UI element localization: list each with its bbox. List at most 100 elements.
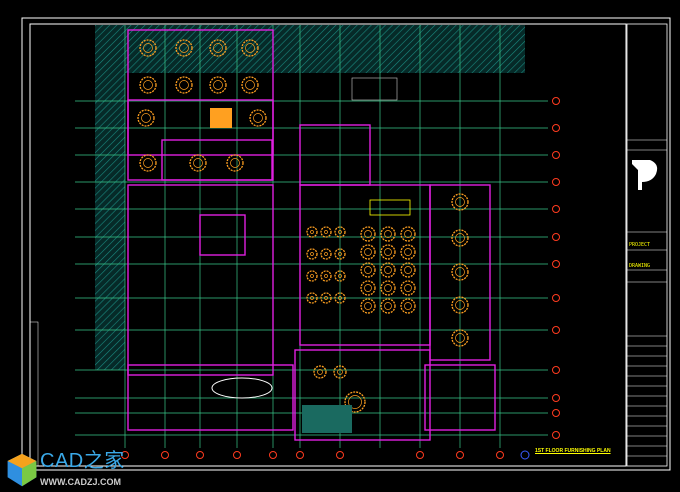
round-table (334, 226, 346, 238)
round-table-top (337, 369, 343, 375)
round-table (380, 298, 396, 314)
round-table-top (404, 266, 412, 274)
round-table-top (179, 80, 189, 90)
round-table-top (384, 266, 392, 274)
inner-frame (29, 23, 627, 467)
round-table (451, 296, 469, 314)
round-table (209, 76, 227, 94)
wall-outline (127, 184, 274, 376)
round-table (241, 76, 259, 94)
grid-bubble (552, 326, 560, 334)
round-table-top (364, 302, 372, 310)
grid-bubble (496, 451, 504, 459)
round-table (320, 270, 332, 282)
round-table (320, 292, 332, 304)
round-table (175, 76, 193, 94)
round-table-top (143, 43, 153, 53)
round-table-top (364, 248, 372, 256)
watermark-url[interactable]: WWW.CADZJ.COM (40, 477, 121, 487)
round-table (451, 263, 469, 281)
round-table-top (364, 266, 372, 274)
hatched-area-left (95, 25, 125, 370)
grid-bubble (552, 124, 560, 132)
walls (127, 29, 496, 441)
grid-bubble (269, 451, 277, 459)
grid-bubble (552, 151, 560, 159)
round-table-top (310, 296, 314, 300)
round-table (241, 39, 259, 57)
round-table-top (338, 296, 342, 300)
round-table-top (404, 248, 412, 256)
lobby-seating (211, 377, 273, 399)
round-table-top (455, 267, 465, 277)
round-table (451, 229, 469, 247)
grid-bubble (552, 431, 560, 439)
left-legend-box (29, 321, 39, 467)
round-table-top (404, 302, 412, 310)
title-block-logo (632, 160, 658, 190)
round-table (334, 292, 346, 304)
round-table (360, 244, 376, 260)
round-table (334, 248, 346, 260)
round-table-top (364, 230, 372, 238)
title-block-drawing-label: DRAWING (629, 263, 651, 269)
grid-bubble (552, 97, 560, 105)
round-table-top (455, 233, 465, 243)
hatched-area-top (95, 25, 525, 73)
wall-outline (127, 364, 294, 431)
round-table-top (179, 43, 189, 53)
grid-bubble (552, 178, 560, 186)
water-feature (302, 405, 352, 433)
round-table-top (317, 369, 323, 375)
round-table-top (310, 274, 314, 278)
round-table-top (384, 302, 392, 310)
feature-table (210, 108, 232, 128)
wall-outline (294, 349, 431, 441)
round-table-top (384, 248, 392, 256)
plan-title-bubble (520, 450, 530, 460)
round-table-top (384, 230, 392, 238)
round-table-top (338, 274, 342, 278)
watermark-logo-icon (7, 453, 37, 487)
grid-bubble (121, 451, 129, 459)
round-table-top (245, 80, 255, 90)
round-table (451, 329, 469, 347)
grid-bubble (552, 260, 560, 268)
round-table-top (338, 252, 342, 256)
round-table-top (404, 230, 412, 238)
title-block (626, 23, 668, 467)
round-table-top (364, 284, 372, 292)
grid-bubbles (121, 97, 560, 460)
round-table-top (324, 274, 328, 278)
watermark-title: CAD之家 (40, 450, 125, 472)
round-table (137, 109, 155, 127)
round-table-top (455, 300, 465, 310)
round-table (344, 391, 366, 413)
round-table (175, 39, 193, 57)
round-table (360, 280, 376, 296)
outer-frame (21, 17, 671, 471)
round-table (306, 248, 318, 260)
reception-counter (369, 199, 411, 216)
round-table (139, 76, 157, 94)
round-table-top (310, 230, 314, 234)
round-table (226, 154, 244, 172)
grid-bubble (552, 294, 560, 302)
round-table-top (141, 113, 151, 123)
round-table (313, 365, 327, 379)
round-table (306, 270, 318, 282)
round-table (400, 280, 416, 296)
grid-bubble (552, 366, 560, 374)
round-table (189, 154, 207, 172)
wall-outline (127, 99, 274, 156)
grid-bubble (296, 451, 304, 459)
round-table-top (245, 43, 255, 53)
round-table-top (253, 113, 263, 123)
wall-outline (161, 139, 273, 181)
round-table (380, 280, 396, 296)
grid-bubble (552, 394, 560, 402)
round-table-top (213, 80, 223, 90)
wall-outline (429, 184, 491, 361)
round-table-top (324, 230, 328, 234)
